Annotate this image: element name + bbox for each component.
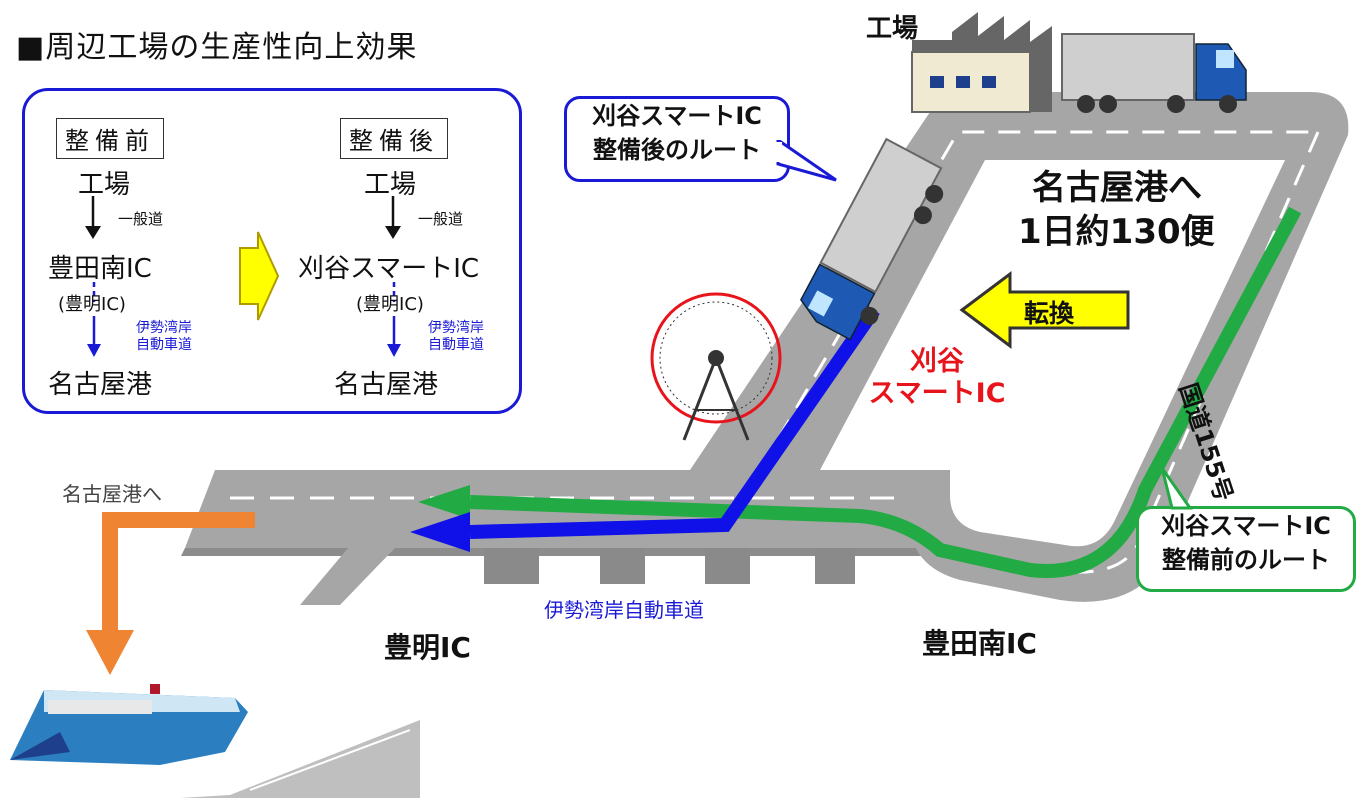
after-via: (豊明IC) bbox=[356, 294, 424, 315]
after-callout-line1: 刈谷スマートIC bbox=[592, 102, 762, 130]
ship-icon bbox=[10, 684, 248, 765]
after-expressway-arrow-icon bbox=[387, 316, 401, 357]
after-dashed-line bbox=[392, 282, 396, 302]
destination-line1: 名古屋港へ bbox=[1032, 168, 1202, 208]
expressway-label: 伊勢湾岸自動車道 bbox=[544, 598, 704, 622]
after-ic: 刈谷スマートIC bbox=[298, 254, 480, 284]
smart-ic-label: 刈谷 スマートIC bbox=[854, 346, 1020, 410]
before-end: 名古屋港 bbox=[48, 370, 153, 400]
page-title: ■周辺工場の生産性向上効果 bbox=[16, 30, 418, 65]
after-arrow-down-icon bbox=[385, 196, 401, 239]
after-header: 整備後 bbox=[340, 118, 448, 159]
switch-arrow-icon bbox=[959, 271, 1130, 349]
before-route-line bbox=[469, 206, 1302, 578]
smart-ic-line1: 刈谷 bbox=[910, 346, 964, 377]
factory-icon bbox=[911, 12, 1052, 113]
after-callout-pointer bbox=[776, 140, 837, 182]
before-ic: 豊田南IC bbox=[48, 254, 152, 284]
switch-label: 転換 bbox=[1024, 299, 1075, 328]
smart-ic-line2: スマートIC bbox=[868, 378, 1006, 409]
toyoake-ic-label: 豊明IC bbox=[384, 631, 471, 664]
before-callout-line1: 刈谷スマートIC bbox=[1161, 512, 1331, 540]
before-start: 工場 bbox=[78, 170, 131, 200]
toyotaminami-ic-label: 豊田南IC bbox=[922, 627, 1037, 660]
before-via: (豊明IC) bbox=[58, 294, 126, 315]
ferris-wheel-icon bbox=[650, 292, 782, 441]
comparison-panel bbox=[22, 88, 522, 414]
before-route-callout: 刈谷スマートIC 整備前のルート bbox=[1136, 506, 1356, 592]
before-dashed-line bbox=[92, 282, 96, 302]
after-route-line bbox=[469, 306, 880, 539]
port-route-arrowhead bbox=[86, 630, 134, 675]
after-end: 名古屋港 bbox=[334, 370, 439, 400]
before-route-arrowhead bbox=[418, 485, 470, 519]
after-start: 工場 bbox=[364, 170, 417, 200]
after-road-label: 一般道 bbox=[418, 210, 464, 228]
transition-arrow-icon bbox=[239, 231, 280, 321]
factory-label: 工場 bbox=[866, 14, 919, 44]
before-callout-line2: 整備前のルート bbox=[1162, 546, 1330, 574]
before-expressway-arrow-icon bbox=[87, 316, 101, 357]
before-road-label: 一般道 bbox=[118, 210, 164, 228]
before-expressway-line2: 自動車道 bbox=[136, 337, 192, 353]
port-road bbox=[180, 720, 420, 798]
after-route-callout: 刈谷スマートIC 整備後のルート bbox=[564, 96, 790, 182]
before-callout-pointer bbox=[1160, 467, 1193, 510]
ramp-truck-icon bbox=[800, 137, 944, 341]
before-header: 整備前 bbox=[56, 118, 164, 159]
destination-line2: 1日約130便 bbox=[1018, 212, 1215, 252]
before-expressway-line1: 伊勢湾岸 bbox=[136, 320, 192, 336]
local-road bbox=[690, 92, 1349, 602]
port-route-line bbox=[102, 512, 255, 640]
after-callout-line2: 整備後のルート bbox=[593, 136, 761, 164]
after-expressway-line2: 自動車道 bbox=[428, 337, 484, 353]
before-arrow-down-icon bbox=[85, 196, 101, 239]
after-expressway-line1: 伊勢湾岸 bbox=[428, 320, 484, 336]
port-label: 名古屋港へ bbox=[62, 482, 162, 506]
after-route-arrowhead bbox=[410, 512, 470, 552]
top-truck-icon bbox=[1061, 33, 1247, 113]
